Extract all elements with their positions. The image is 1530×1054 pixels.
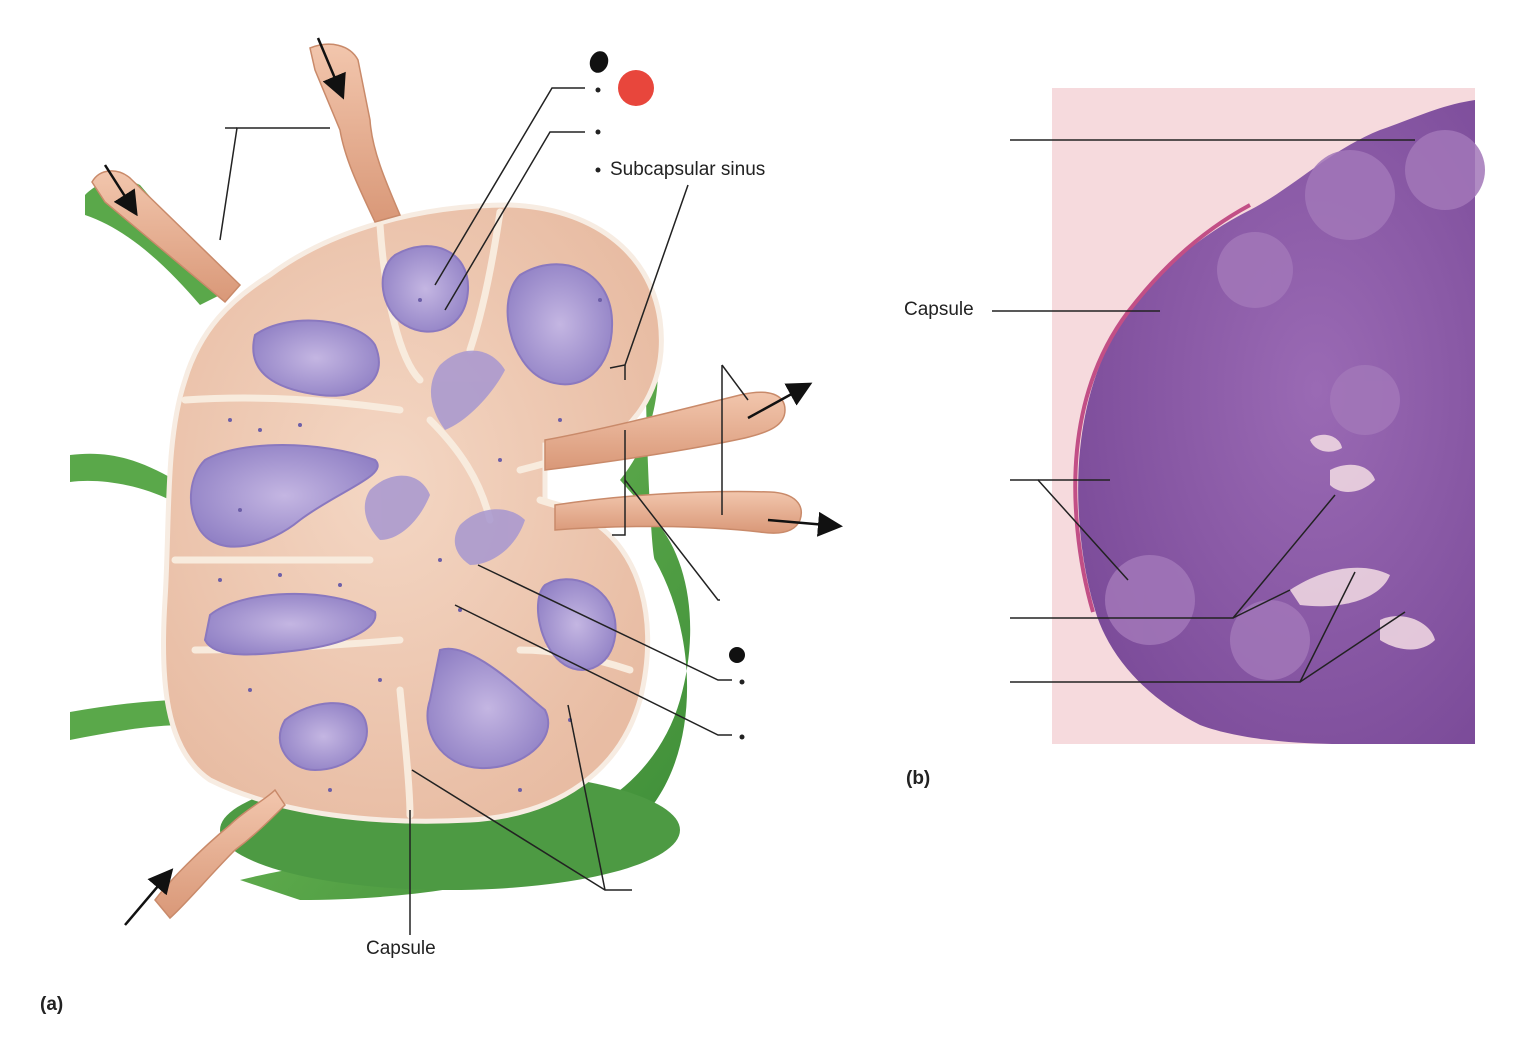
follicle-8 (537, 578, 617, 671)
black-marker-lower (729, 647, 745, 663)
arrow-afferent-bottom (124, 868, 174, 926)
arrow-efferent-upper (747, 382, 813, 420)
follicle-4 (189, 444, 379, 548)
follicle-5 (203, 592, 377, 656)
micrograph-follicles (1105, 130, 1485, 680)
afferent-vessel-left (91, 170, 242, 304)
panel-a-letter: (a) (40, 994, 64, 1015)
follicle-2 (506, 263, 614, 386)
follicle-6 (278, 702, 368, 772)
cortical-follicles (189, 245, 617, 772)
micrograph-sinuses (1290, 434, 1435, 650)
capsule-label-b: Capsule (904, 299, 974, 320)
leader-lines-b (992, 139, 1415, 683)
green-stub-left-1 (70, 453, 175, 500)
efferent-vessels (544, 391, 802, 534)
follicle-3 (252, 319, 380, 397)
arrow-efferent-lower (767, 511, 843, 537)
lymphocyte-dots (218, 298, 602, 792)
afferent-vessel-bottom (154, 788, 286, 920)
efferent-vessel-upper (544, 391, 786, 471)
follicle-7 (426, 647, 550, 770)
medullary-cords (364, 350, 525, 565)
histology-micrograph (992, 88, 1485, 744)
black-marker-top (589, 51, 609, 73)
efferent-vessel-lower (554, 490, 802, 534)
lymph-node-illustration (70, 37, 843, 935)
green-stub-left-2 (70, 700, 185, 740)
follicle-1 (381, 245, 470, 333)
micrograph-capsule-edge (1073, 203, 1251, 613)
flow-arrows (103, 37, 843, 926)
afferent-vessel-top (309, 43, 402, 223)
subcapsular-sinus-label: Subcapsular sinus (610, 159, 766, 180)
label-bullets (595, 87, 745, 740)
arrow-afferent-top (316, 37, 346, 100)
red-marker (618, 70, 654, 106)
arrow-afferent-left (103, 164, 138, 217)
panel-b-letter: (b) (906, 768, 931, 789)
capsule-label-a: Capsule (366, 938, 436, 959)
label-mask-1 (720, 585, 810, 625)
